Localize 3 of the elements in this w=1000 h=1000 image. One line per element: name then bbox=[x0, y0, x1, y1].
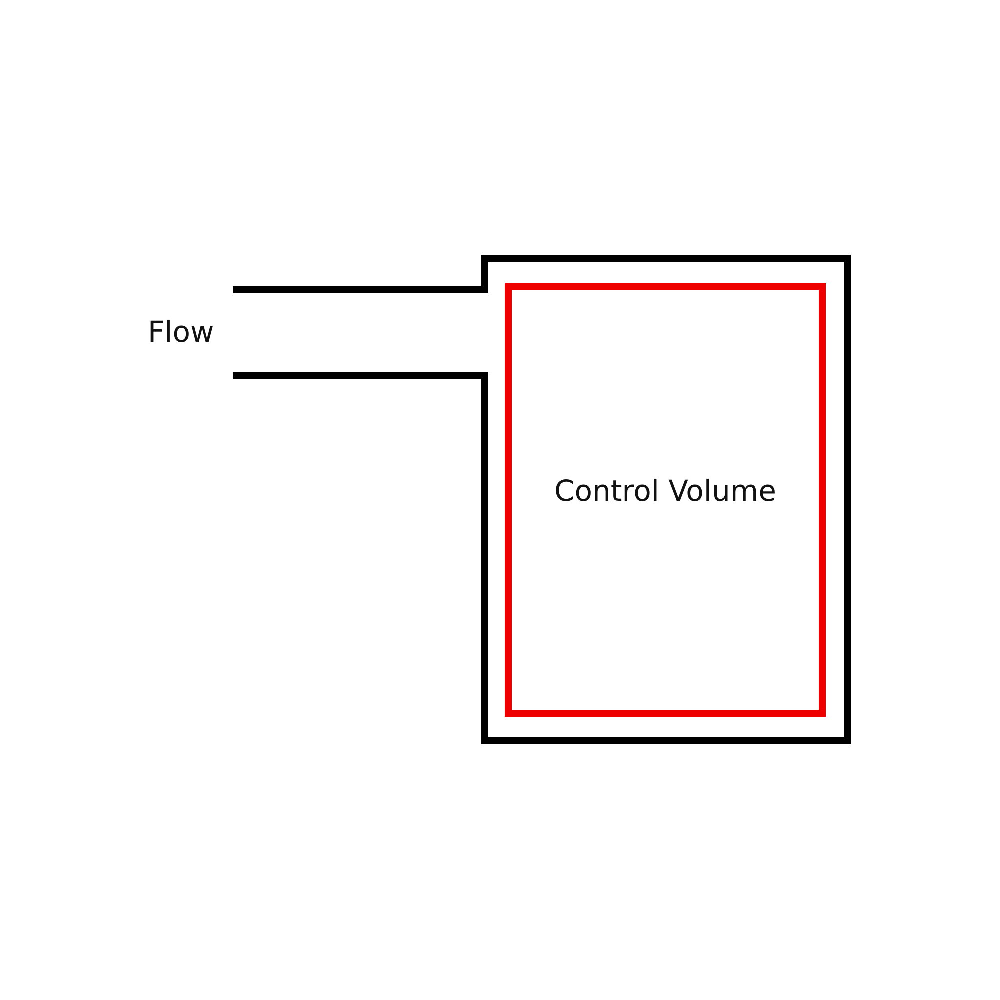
box-label: Control Volume bbox=[554, 474, 776, 508]
flow-label: Flow bbox=[148, 315, 214, 349]
control-volume-box bbox=[505, 283, 826, 717]
